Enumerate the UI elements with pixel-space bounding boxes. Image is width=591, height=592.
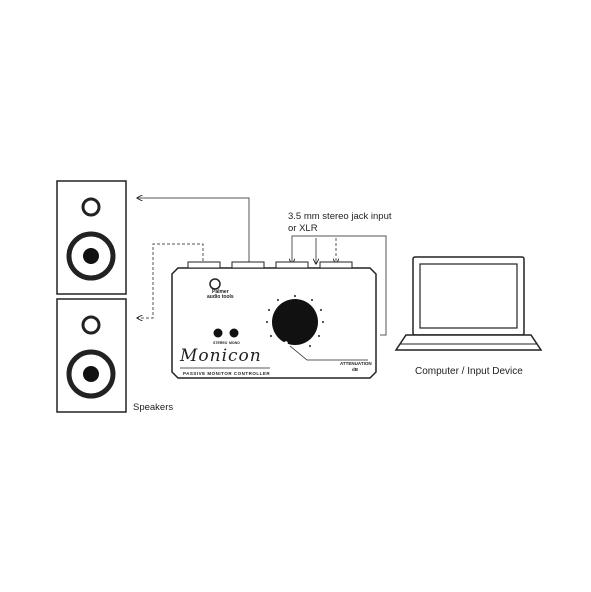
scale-tick [277,299,279,301]
brand-label: Palmer audio tools [207,290,234,300]
brand-logo-icon [209,278,221,290]
input-label-line1: 3.5 mm stereo jack input [288,211,392,222]
speaker-top-tweeter [81,197,101,217]
brand-name: Palmer [211,289,229,295]
scale-tick [270,335,272,337]
knob-indicator [284,341,288,345]
input-label-line2: or XLR [288,223,318,234]
monicon-device [171,261,377,379]
brand-tagline: audio tools [207,294,234,300]
connector-in-jack [275,261,309,269]
speaker-top-woofer-cap [83,248,99,264]
attenuation-unit: dB [352,367,358,372]
attenuation-leader [289,345,368,361]
computer-label: Computer / Input Device [415,366,523,377]
speaker-cables [137,198,250,318]
mono-button-label: MONO [229,341,240,345]
cable-top-speaker [137,198,250,266]
knob-scale [266,295,324,347]
scale-tick [268,309,270,311]
scale-tick [311,299,313,301]
connector-out-left [231,261,265,269]
stereo-button[interactable] [213,328,223,338]
speaker-bottom-woofer-cap [83,366,99,382]
scale-tick [318,335,320,337]
scale-tick [320,309,322,311]
scale-tick [266,321,268,323]
attenuation-knob[interactable] [272,299,318,345]
laptop [394,256,543,351]
input-cables [292,235,387,336]
cable-input-jack [292,235,387,336]
attenuation-label: ATTENUATION [340,361,372,366]
speakers-label: Speakers [133,402,174,413]
cable-bottom-speaker [137,243,204,318]
speaker-bottom-tweeter [81,315,101,335]
speaker-top [56,180,127,295]
speaker-bottom [56,298,127,413]
product-subtitle: PASSIVE MONITOR CONTROLLER [183,371,271,376]
product-name: Monicon [180,346,262,366]
laptop-base [394,334,543,351]
scale-tick [294,295,296,297]
scale-tick [322,321,324,323]
input-label: 3.5 mm stereo jack input or XLR [288,211,392,235]
connector-out-right [187,261,221,269]
laptop-screen [419,263,518,329]
mono-button[interactable] [229,328,239,338]
connector-in-xlr [319,261,353,269]
scale-tick [309,345,311,347]
stereo-button-label: STEREO [213,341,228,345]
